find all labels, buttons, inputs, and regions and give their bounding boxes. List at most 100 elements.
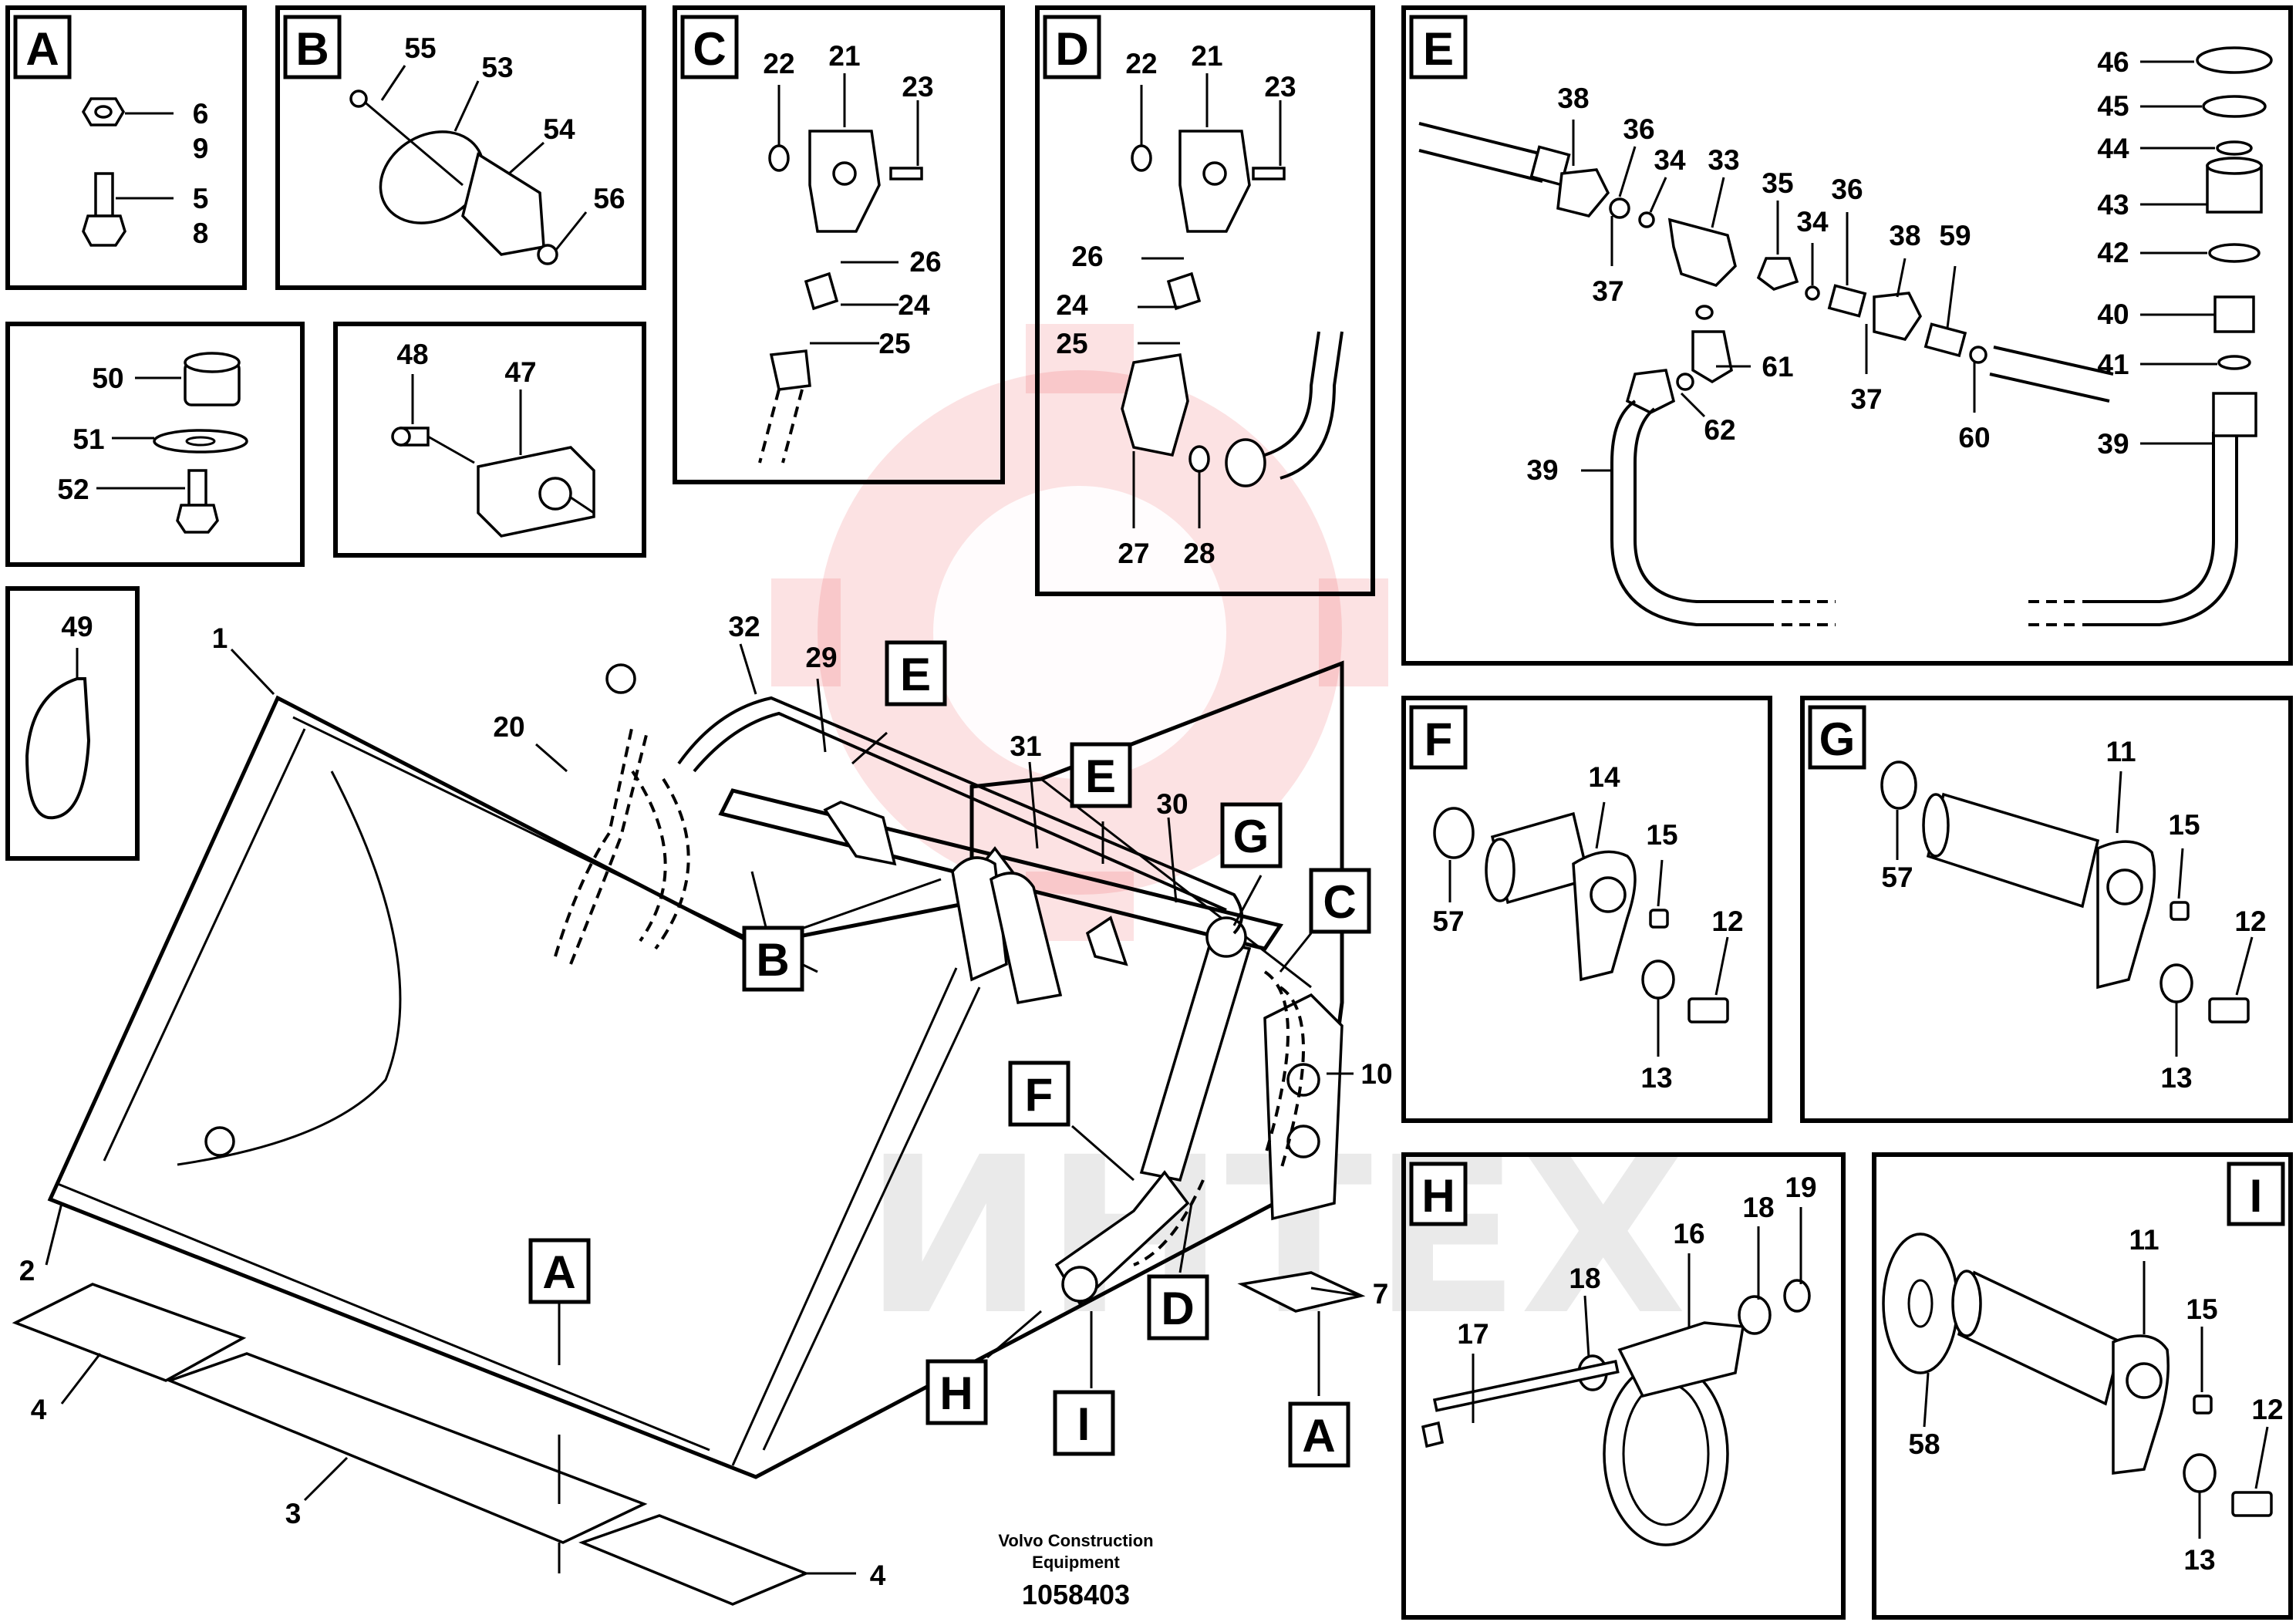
svg-text:37: 37 — [1850, 383, 1882, 415]
svg-text:39: 39 — [2097, 428, 2129, 460]
svg-text:60: 60 — [1958, 422, 1990, 454]
svg-text:18: 18 — [1742, 1192, 1774, 1223]
svg-text:D: D — [1055, 23, 1088, 75]
wear-plate — [578, 1514, 810, 1606]
svg-text:5: 5 — [193, 183, 209, 214]
svg-text:E: E — [900, 649, 931, 700]
svg-text:47: 47 — [504, 356, 536, 388]
svg-text:D: D — [1161, 1283, 1194, 1334]
svg-text:15: 15 — [2186, 1293, 2217, 1325]
svg-text:7: 7 — [1373, 1278, 1389, 1310]
svg-text:22: 22 — [1125, 48, 1157, 79]
svg-text:53: 53 — [481, 52, 513, 83]
section-g-box: G 11 15 57 12 13 — [1800, 696, 2293, 1123]
svg-text:50: 50 — [92, 363, 123, 394]
svg-text:51: 51 — [72, 423, 104, 455]
svg-text:52: 52 — [57, 474, 89, 505]
svg-text:14: 14 — [1588, 761, 1620, 793]
svg-text:36: 36 — [1831, 174, 1863, 205]
svg-text:26: 26 — [1071, 241, 1103, 272]
wear-plate — [12, 1283, 247, 1382]
svg-text:24: 24 — [1056, 289, 1088, 321]
clamp-box: 50 51 52 — [5, 322, 305, 567]
tie-box: 49 — [5, 586, 140, 861]
pin-plate-icon — [2096, 840, 2156, 990]
svg-text:56: 56 — [593, 183, 625, 214]
svg-text:48: 48 — [396, 339, 428, 370]
svg-text:F: F — [1025, 1069, 1054, 1121]
elbow-icon — [1121, 352, 1189, 457]
svg-text:12: 12 — [1711, 905, 1743, 937]
footer: Volvo Construction Equipment 1058403 — [998, 1531, 1153, 1610]
svg-text:43: 43 — [2097, 189, 2129, 221]
bolt-icon — [94, 172, 114, 218]
svg-text:11: 11 — [2106, 736, 2136, 767]
pin-plate-icon — [1572, 850, 1637, 982]
svg-text:39: 39 — [1526, 454, 1558, 486]
section-d-box: D 22 21 23 26 24 25 27 28 — [1035, 5, 1375, 596]
block-icon — [477, 446, 595, 538]
svg-text:62: 62 — [1704, 414, 1735, 446]
seal-ring-icon — [2196, 46, 2273, 74]
cutting-edge — [166, 1352, 648, 1544]
svg-text:42: 42 — [2097, 237, 2129, 268]
svg-text:30: 30 — [1156, 788, 1188, 820]
drawing-number: 1058403 — [1022, 1579, 1130, 1610]
svg-text:38: 38 — [1889, 220, 1920, 251]
svg-text:32: 32 — [728, 611, 760, 642]
svg-text:44: 44 — [2097, 133, 2129, 164]
svg-text:B: B — [295, 23, 329, 75]
svg-text:13: 13 — [1640, 1062, 1672, 1094]
svg-text:31: 31 — [1010, 730, 1041, 762]
svg-text:58: 58 — [1908, 1428, 1940, 1460]
svg-text:37: 37 — [1592, 275, 1623, 307]
section-c-box: C 22 21 23 26 24 25 — [673, 5, 1005, 484]
svg-text:13: 13 — [2160, 1062, 2192, 1094]
main-callouts: 1 2 3 4 4 7 10 20 29 30 31 32 — [19, 611, 1393, 1591]
svg-text:2: 2 — [19, 1255, 35, 1286]
tee-fitting-icon — [1667, 218, 1737, 288]
svg-text:28: 28 — [1183, 538, 1215, 569]
section-a-label: A — [25, 23, 59, 75]
svg-text:C: C — [1323, 876, 1356, 928]
svg-text:13: 13 — [2183, 1544, 2215, 1576]
svg-text:15: 15 — [1646, 819, 1677, 851]
svg-text:18: 18 — [1569, 1263, 1600, 1294]
svg-text:36: 36 — [1623, 113, 1654, 145]
section-f-box: F 14 15 57 12 13 — [1401, 696, 1772, 1123]
svg-text:16: 16 — [1673, 1218, 1704, 1249]
svg-text:A: A — [542, 1246, 575, 1298]
svg-text:26: 26 — [909, 246, 941, 278]
svg-text:27: 27 — [1118, 538, 1149, 569]
svg-text:I: I — [2250, 1170, 2263, 1222]
main-tags: A A B C D E E F G H I — [528, 640, 1371, 1468]
section-i-box: I 11 15 58 12 13 — [1872, 1152, 2293, 1620]
svg-text:10: 10 — [1360, 1058, 1392, 1090]
svg-text:21: 21 — [828, 40, 860, 72]
svg-text:I: I — [1077, 1398, 1091, 1450]
svg-text:6: 6 — [193, 98, 209, 130]
svg-text:12: 12 — [2251, 1394, 2283, 1425]
svg-text:23: 23 — [902, 71, 933, 103]
svg-text:57: 57 — [1881, 862, 1913, 893]
svg-text:G: G — [1819, 713, 1856, 765]
section-a-box: A 6 9 5 8 — [5, 5, 247, 290]
block-box: 48 47 — [333, 322, 646, 558]
svg-text:8: 8 — [193, 218, 209, 249]
svg-text:54: 54 — [543, 113, 575, 145]
svg-text:17: 17 — [1457, 1318, 1489, 1350]
svg-text:45: 45 — [2097, 90, 2129, 122]
svg-text:9: 9 — [193, 133, 209, 164]
svg-text:25: 25 — [878, 328, 910, 359]
svg-text:49: 49 — [61, 611, 93, 642]
svg-text:3: 3 — [285, 1498, 302, 1529]
svg-text:1: 1 — [212, 622, 228, 654]
svg-text:19: 19 — [1785, 1172, 1816, 1203]
main-leaders — [45, 643, 1362, 1575]
svg-text:E: E — [1423, 23, 1454, 75]
svg-text:15: 15 — [2168, 809, 2200, 841]
svg-text:22: 22 — [763, 48, 794, 79]
brand-line-1: Volvo Construction — [998, 1531, 1153, 1550]
svg-text:21: 21 — [1191, 40, 1222, 72]
svg-text:61: 61 — [1762, 351, 1793, 383]
